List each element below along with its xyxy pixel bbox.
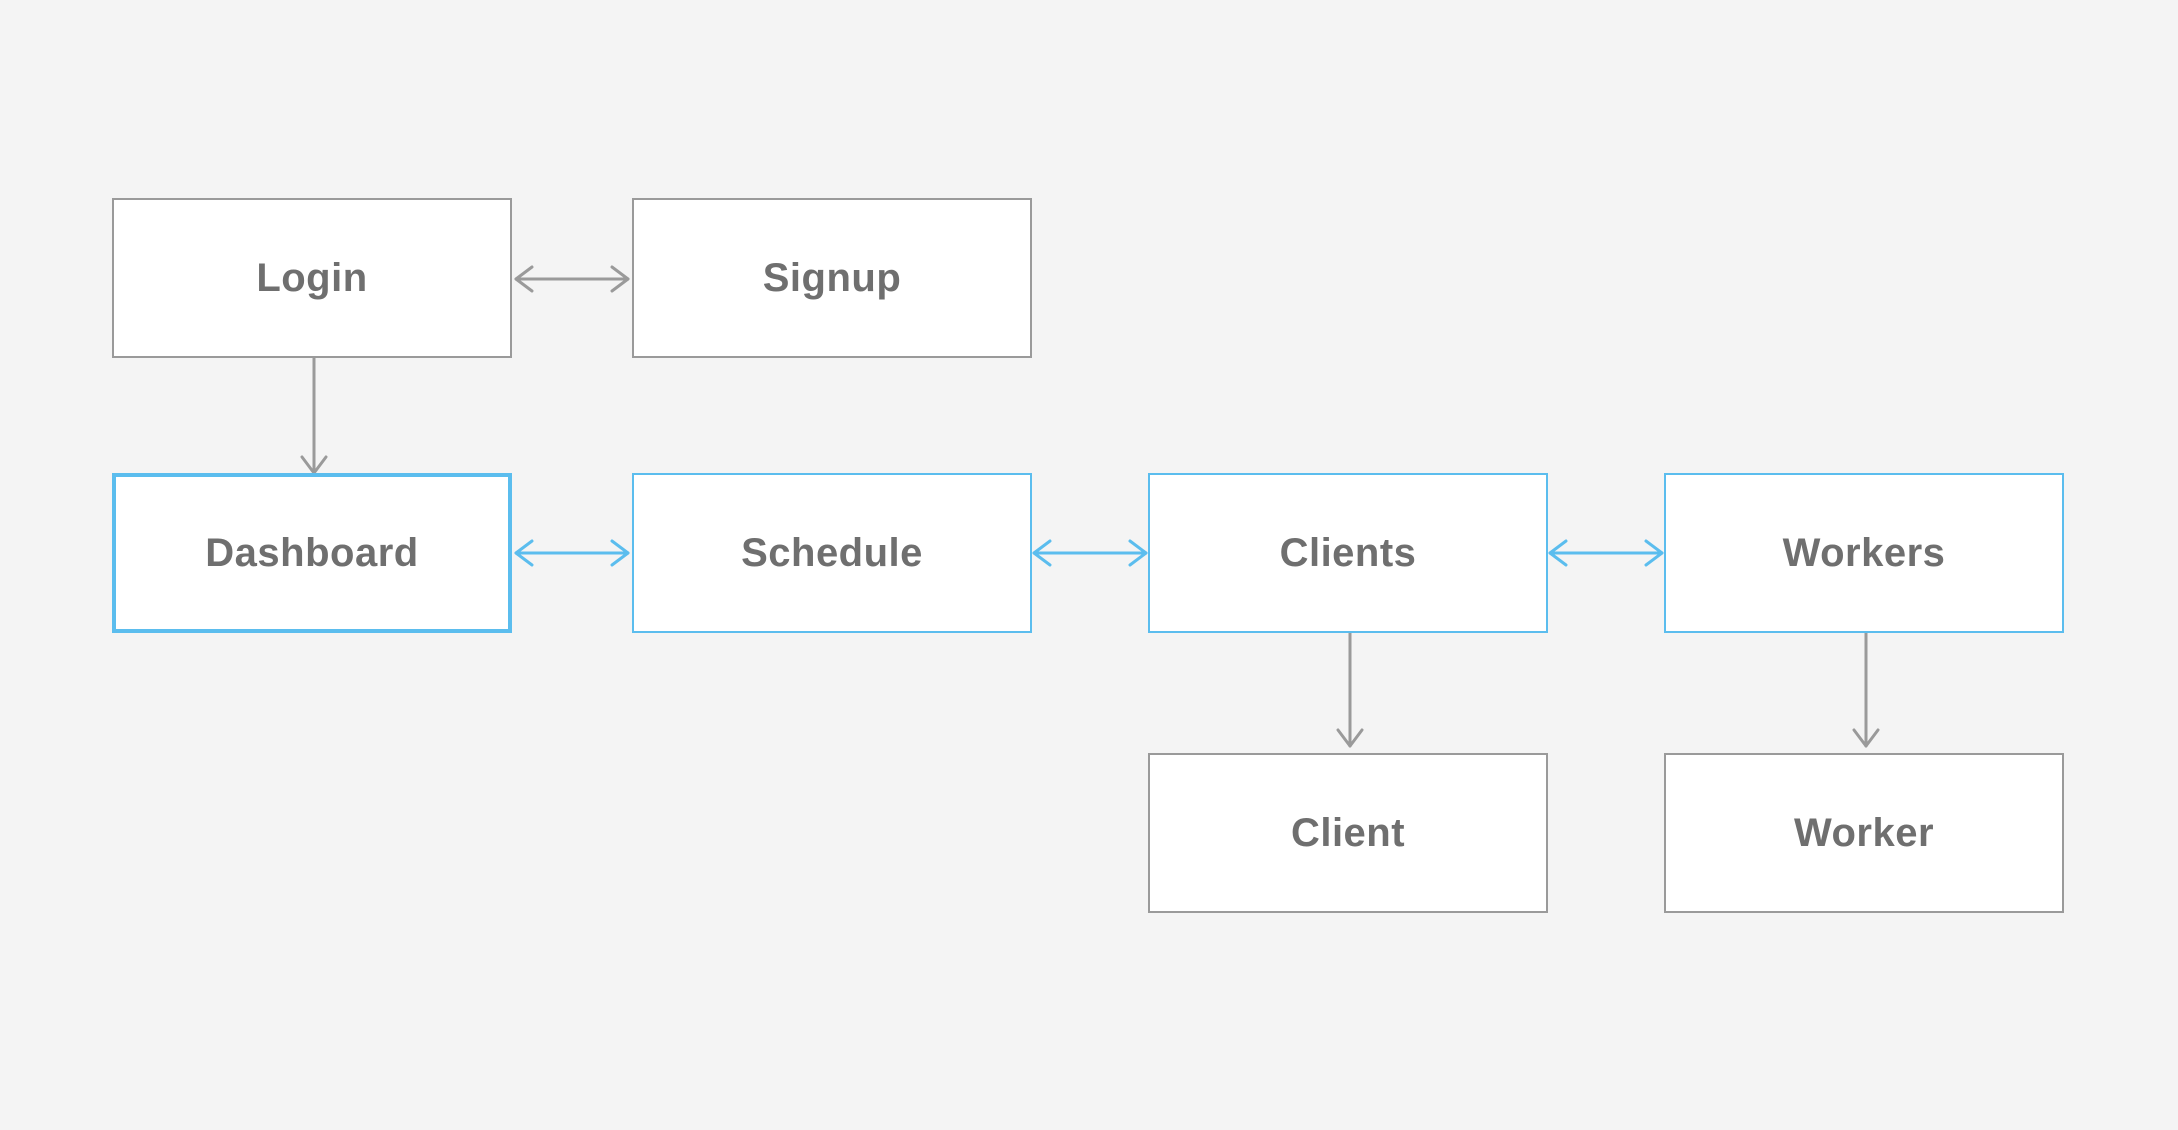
edge-clients-workers [1548, 539, 1664, 567]
node-dashboard-label: Dashboard [205, 530, 419, 575]
node-login-label: Login [256, 255, 368, 300]
edge-clients-client [1336, 630, 1364, 748]
node-worker-label: Worker [1793, 810, 1935, 855]
node-dashboard[interactable]: Dashboard [112, 473, 512, 633]
node-client-label: Client [1290, 810, 1406, 855]
node-clients-label: Clients [1279, 530, 1417, 575]
node-clients[interactable]: Clients [1148, 473, 1548, 633]
node-client[interactable]: Client [1148, 753, 1548, 913]
edge-login-dashboard [300, 356, 328, 475]
node-workers[interactable]: Workers [1664, 473, 2064, 633]
node-login[interactable]: Login [112, 198, 512, 358]
edge-login-signup [514, 265, 630, 293]
edge-dashboard-schedule [514, 539, 630, 567]
node-signup-label: Signup [762, 255, 902, 300]
node-schedule-label: Schedule [741, 530, 923, 575]
edge-workers-worker [1852, 630, 1880, 748]
node-worker[interactable]: Worker [1664, 753, 2064, 913]
node-schedule[interactable]: Schedule [632, 473, 1032, 633]
node-workers-label: Workers [1782, 530, 1946, 575]
node-signup[interactable]: Signup [632, 198, 1032, 358]
edge-schedule-clients [1032, 539, 1148, 567]
